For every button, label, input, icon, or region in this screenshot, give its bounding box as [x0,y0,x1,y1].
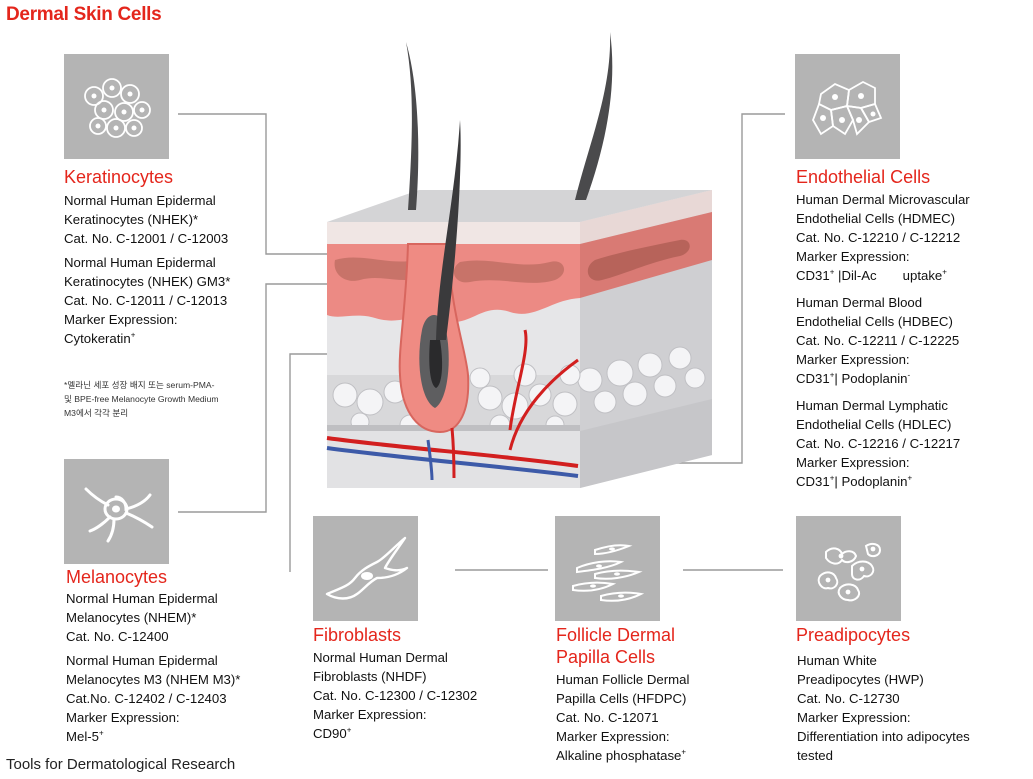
follicle-title-line1: Follicle Dermal [556,625,676,645]
endothelial-details: Human Dermal Microvascular Endothelial C… [796,190,970,491]
skin-cross-section-illustration [326,32,712,488]
hwp-name-line1: Human White [797,653,877,668]
hdlec-marker: CD31+| Podoplanin+ [796,473,913,489]
hdlec-name-line1: Human Dermal Lymphatic [796,398,948,413]
preadipocytes-marker-label: Marker Expression: [797,710,911,725]
nhek-gm3-cat: Cat. No. C-12011 / C-12013 [64,293,228,308]
keratinocytes-marker: Cytokeratin+ [64,330,136,346]
hdbec-marker-label: Marker Expression: [796,352,910,367]
papilla-cells-icon [555,516,660,621]
hdbec-marker: CD31+| Podoplanin- [796,370,911,386]
hdlec-marker-label: Marker Expression: [796,455,910,470]
melanocytes-details: Normal Human Epidermal Melanocytes (NHEM… [66,589,240,746]
nhek-cat: Cat. No. C-12001 / C-12003 [64,231,229,246]
hdbec-name-line2: Endothelial Cells (HDBEC) [796,314,953,329]
nhek-gm3-name-line2: Keratinocytes (NHEK) GM3* [64,274,231,289]
hdmec-name-line2: Endothelial Cells (HDMEC) [796,211,956,226]
melanocyte-icon [64,459,169,564]
hdmec-name-line1: Human Dermal Microvascular [796,192,970,207]
keratinocytes-title: Keratinocytes [64,167,174,187]
hfdpc-name-line1: Human Follicle Dermal [556,672,690,687]
page-title: Dermal Skin Cells [6,4,162,25]
keratinocytes-details: Normal Human Epidermal Keratinocytes (NH… [64,191,230,348]
fibroblasts-title: Fibroblasts [313,625,402,645]
fibroblasts-marker-label: Marker Expression: [313,707,427,722]
nhem-m3-cat: Cat.No. C-12402 / C-12403 [66,691,227,706]
fibroblast-icon [313,516,418,621]
hdmec-cat: Cat. No. C-12210 / C-12212 [796,230,961,245]
melanocytes-marker: Mel-5+ [66,728,104,744]
preadipocytes-marker-line2: tested [797,748,833,763]
preadipocyte-icon [796,516,901,621]
nhek-name-line1: Normal Human Epidermal [64,193,216,208]
footnote: *멜라닌 세포 성장 배지 또는 serum-PMA- 및 BPE-free M… [64,380,219,418]
fibroblasts-details: Normal Human Dermal Fibroblasts (NHDF) C… [313,648,477,743]
follicle-title-line2: Papilla Cells [556,647,656,667]
nhem-name-line1: Normal Human Epidermal [66,591,218,606]
footer-text: Tools for Dermatological Research [6,756,236,773]
hfdpc-name-line2: Papilla Cells (HFDPC) [556,691,687,706]
preadipocytes-details: Human White Preadipocytes (HWP) Cat. No.… [797,651,970,765]
hdlec-name-line2: Endothelial Cells (HDLEC) [796,417,952,432]
hdmec-marker-label: Marker Expression: [796,249,910,264]
follicle-title: Follicle Dermal Papilla Cells [556,624,675,668]
melanocytes-marker-label: Marker Expression: [66,710,180,725]
nhem-cat: Cat. No. C-12400 [66,629,169,644]
nhdf-name-line1: Normal Human Dermal [313,650,448,665]
nhem-m3-name-line2: Melanocytes M3 (NHEM M3)* [66,672,241,687]
keratinocyte-cluster-icon [64,54,169,159]
follicle-marker-label: Marker Expression: [556,729,670,744]
keratinocytes-marker-label: Marker Expression: [64,312,178,327]
hwp-cat: Cat. No. C-12730 [797,691,900,706]
nhem-m3-name-line1: Normal Human Epidermal [66,653,218,668]
nhek-gm3-name-line1: Normal Human Epidermal [64,255,216,270]
nhek-name-line2: Keratinocytes (NHEK)* [64,212,199,227]
nhdf-cat: Cat. No. C-12300 / C-12302 [313,688,478,703]
nhdf-name-line2: Fibroblasts (NHDF) [313,669,427,684]
hdbec-name-line1: Human Dermal Blood [796,295,923,310]
hfdpc-cat: Cat. No. C-12071 [556,710,659,725]
endothelial-cells-icon [795,54,900,159]
preadipocytes-marker-line1: Differentiation into adipocytes [797,729,970,744]
follicle-details: Human Follicle Dermal Papilla Cells (HFD… [556,670,689,765]
fibroblasts-marker: CD90+ [313,725,352,741]
hdlec-cat: Cat. No. C-12216 / C-12217 [796,436,961,451]
nhem-name-line2: Melanocytes (NHEM)* [66,610,197,625]
follicle-marker: Alkaline phosphatase+ [556,747,687,763]
endothelial-title: Endothelial Cells [796,167,931,187]
hwp-name-line2: Preadipocytes (HWP) [797,672,924,687]
hdbec-cat: Cat. No. C-12211 / C-12225 [796,333,960,348]
preadipocytes-title: Preadipocytes [796,625,911,645]
melanocytes-title: Melanocytes [66,567,168,587]
